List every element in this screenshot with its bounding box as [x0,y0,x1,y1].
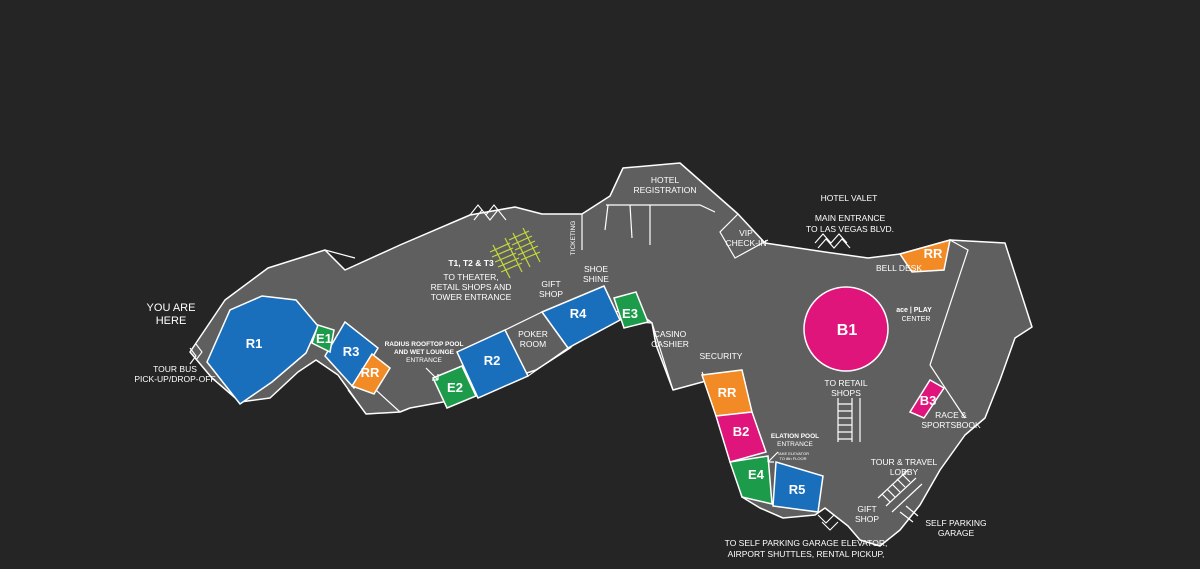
radius-label-1: RADIUS ROOFTOP POOL [385,341,464,348]
radius-label-3: ENTRANCE [406,357,442,364]
bar-b3[interactable] [908,378,946,419]
elation-label-3: TAKE ELEVATOR [777,451,809,456]
towers-label-4: TOWER ENTRANCE [431,292,512,302]
elation-label-4: TO 8th FLOOR [779,456,806,461]
elation-label-2: ENTRANCE [777,441,813,448]
race-sportsbook-label-2: SPORTSBOOK [921,420,981,430]
casino-cashier-label-2: CASHIER [651,339,689,349]
garage-direction-label-2: AIRPORT SHUTTLES, RENTAL PICKUP, [728,549,885,559]
entertainment-e1[interactable] [311,324,335,354]
restaurant-r3-label: R3 [343,344,360,359]
casino-cashier-label-1: CASINO [654,329,687,339]
restaurant-r5[interactable] [772,461,824,513]
vip-checkin-label-2: CHECK-IN [725,238,766,248]
bar-b2-label: B2 [733,424,750,439]
entertainment-e4-label: E4 [748,467,765,482]
restaurant-r2-label: R2 [484,353,501,368]
entertainment-e2-label: E2 [447,380,463,395]
bar-b1-label: B1 [837,322,858,339]
radius-entrance-arrow [425,367,439,381]
poker-room-label-1: POKER [518,329,548,339]
bell-desk-label: BELL DESK [876,263,922,273]
gift-shop-2-label-1: GIFT [857,504,876,514]
restroom-rr-2-label: RR [718,385,737,400]
to-retail-label-2: SHOPS [831,388,861,398]
ticketing-label: TICKETING [570,221,577,256]
casino-floor [189,162,1033,547]
hotel-valet-label: HOTEL VALET [821,193,878,203]
shoe-shine-label-1: SHOE [584,264,608,274]
you-are-here-line-1: YOU ARE [147,302,196,314]
gift-shop-1-label-1: GIFT [541,279,560,289]
towers-label-2: TO THEATER, [443,272,498,282]
main-entrance-label-2: TO LAS VEGAS BLVD. [806,224,894,234]
tower-stairs [489,227,541,279]
you-are-here-line-2: HERE [156,315,187,327]
bar-b3-label: B3 [920,393,937,408]
race-sportsbook-label-1: RACE & [935,410,967,420]
radius-label-2: AND WET LOUNGE [394,349,455,356]
gift-shop-1-label-2: SHOP [539,289,563,299]
retail-stairs [837,398,861,442]
towers-label-3: RETAIL SHOPS AND [431,282,512,292]
restaurant-r4-label: R4 [570,306,587,321]
bar-b2[interactable] [715,411,767,463]
gift-shop-2-label-2: SHOP [855,514,879,524]
shoe-shine-label-2: SHINE [583,274,609,284]
poker-room-outline [504,311,569,377]
elation-label-1: ELATION POOL [771,433,819,440]
hotel-registration-label-2: REGISTRATION [633,185,696,195]
vip-checkin-label-1: VIP [739,228,753,238]
entertainment-e1-label: E1 [316,331,332,346]
entertainment-e2[interactable] [431,365,478,409]
self-parking-label-1: SELF PARKING [925,518,986,528]
entertainment-e4[interactable] [729,455,773,505]
towers-label-1: T1, T2 & T3 [448,258,494,268]
elation-entrance-arrow [767,451,779,463]
restaurant-r5-label: R5 [789,482,806,497]
entrance-chevrons [189,204,851,531]
garage-direction-label-1: TO SELF PARKING GARAGE ELEVATOR, [725,538,888,548]
main-entrance-label-1: MAIN ENTRANCE [815,213,886,223]
hotel-registration-label-1: HOTEL [651,175,680,185]
security-label: SECURITY [700,351,743,361]
poker-room-label-2: ROOM [520,339,546,349]
restroom-rr-1[interactable] [350,352,391,395]
ace-play-label-1: ace | PLAY [896,307,932,314]
restroom-rr-3-label: RR [924,246,943,261]
tour-travel-label-1: TOUR & TRAVEL [871,457,938,467]
entertainment-e3[interactable] [613,291,650,329]
entertainment-e3-label: E3 [622,306,638,321]
to-retail-label-1: TO RETAIL [824,378,867,388]
restaurant-r3[interactable] [324,320,379,390]
tour-travel-label-2: LOBBY [890,467,919,477]
restaurant-r1-label: R1 [246,336,263,351]
restroom-rr-1-label: RR [361,365,380,380]
ace-play-label-2: CENTER [902,316,931,323]
restroom-rr-3[interactable] [898,238,951,273]
bar-b1[interactable] [803,286,889,372]
lobby-stairs [877,469,923,523]
tour-bus-label-1: TOUR BUS [153,364,197,374]
tour-bus-label-2: PICK-UP/DROP-OFF [134,374,215,384]
self-parking-label-2: GARAGE [938,528,975,538]
